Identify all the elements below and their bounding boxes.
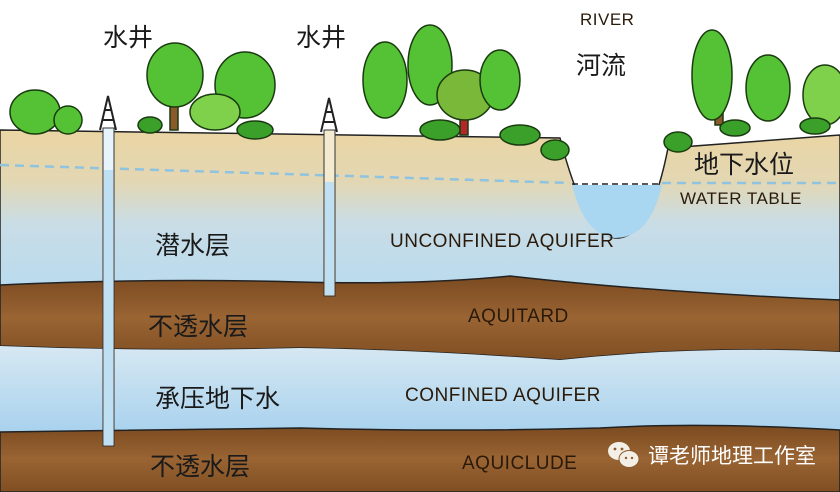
river-label-zh: 河流 xyxy=(576,51,627,80)
aquitard-label-en: AQUITARD xyxy=(468,306,569,327)
aquiclude-label-en: AQUICLUDE xyxy=(462,453,578,474)
well-label-2: 水井 xyxy=(296,23,347,52)
watermark-text: 谭老师地理工作室 xyxy=(648,444,816,468)
aquitard-layer xyxy=(0,275,840,361)
aquitard-label-zh: 不透水层 xyxy=(148,312,249,341)
aquiclude-label-zh: 不透水层 xyxy=(150,452,251,481)
watermark: 谭老师地理工作室 xyxy=(606,440,816,470)
well-1 xyxy=(99,95,117,447)
river-label-en: RIVER xyxy=(580,10,635,29)
aquiclude-layer xyxy=(0,424,840,492)
water-table-line xyxy=(0,163,840,185)
unconfined-label-en: UNCONFINED AQUIFER xyxy=(390,231,615,252)
well-label-1: 水井 xyxy=(103,23,154,52)
river-water xyxy=(572,185,662,238)
water-table-label-en: WATER TABLE xyxy=(680,189,803,208)
confined-label-en: CONFINED AQUIFER xyxy=(405,385,601,406)
confined-aquifer-layer xyxy=(0,346,840,432)
trees xyxy=(9,24,840,161)
wechat-icon xyxy=(608,442,640,468)
well-2 xyxy=(320,97,338,297)
water-table-label-zh: 地下水位 xyxy=(694,150,795,179)
unconfined-label-zh: 潜水层 xyxy=(155,231,231,260)
confined-label-zh: 承压地下水 xyxy=(155,384,281,413)
